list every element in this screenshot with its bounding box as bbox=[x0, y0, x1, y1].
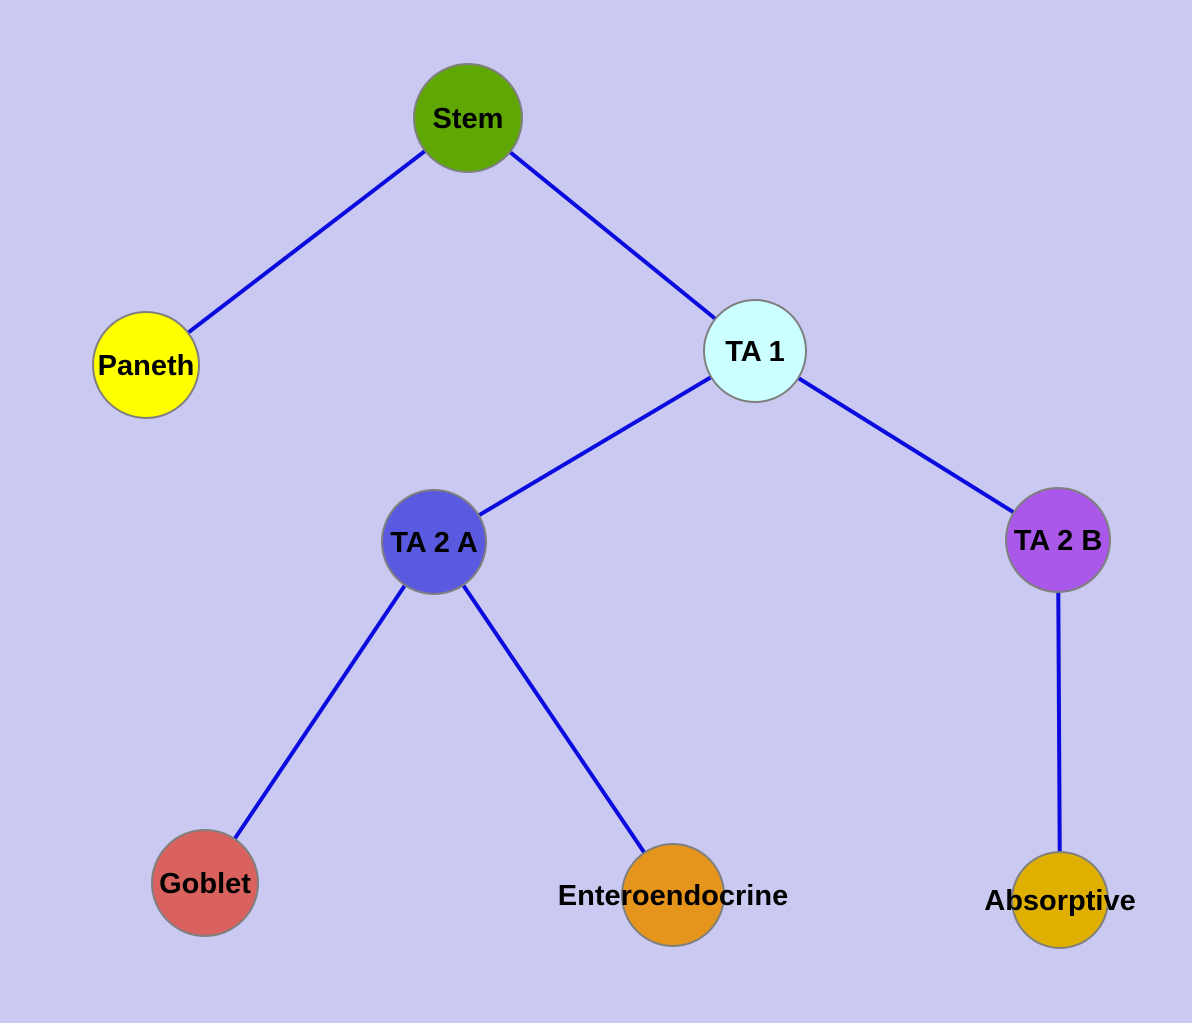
node-circle-stem[interactable] bbox=[413, 63, 523, 173]
node-ta1[interactable]: TA 1 bbox=[703, 299, 807, 403]
node-paneth[interactable]: Paneth bbox=[92, 311, 200, 419]
node-ta2b[interactable]: TA 2 B bbox=[1005, 487, 1111, 593]
node-ta2a[interactable]: TA 2 A bbox=[381, 489, 487, 595]
node-absorptive[interactable]: Absorptive bbox=[984, 851, 1136, 949]
node-circle-goblet[interactable] bbox=[151, 829, 259, 937]
node-circle-ta1[interactable] bbox=[703, 299, 807, 403]
edge-ta1-ta2b bbox=[753, 349, 1060, 542]
edge-stem-paneth bbox=[144, 116, 470, 367]
edge-ta2b-absorptive bbox=[1056, 539, 1062, 901]
edge-ta1-ta2a bbox=[432, 349, 757, 544]
node-circle-ta2a[interactable] bbox=[381, 489, 487, 595]
node-goblet[interactable]: Goblet bbox=[151, 829, 259, 937]
edge-ta2a-goblet bbox=[203, 540, 436, 885]
node-circle-paneth[interactable] bbox=[92, 311, 200, 419]
node-stem[interactable]: Stem bbox=[413, 63, 523, 173]
edge-ta2a-enteroendocrine bbox=[432, 540, 675, 897]
node-enteroendocrine[interactable]: Enteroendocrine bbox=[558, 843, 788, 947]
node-circle-enteroendocrine[interactable] bbox=[621, 843, 725, 947]
node-circle-absorptive[interactable] bbox=[1011, 851, 1109, 949]
node-circle-ta2b[interactable] bbox=[1005, 487, 1111, 593]
edge-stem-ta1 bbox=[466, 116, 757, 353]
